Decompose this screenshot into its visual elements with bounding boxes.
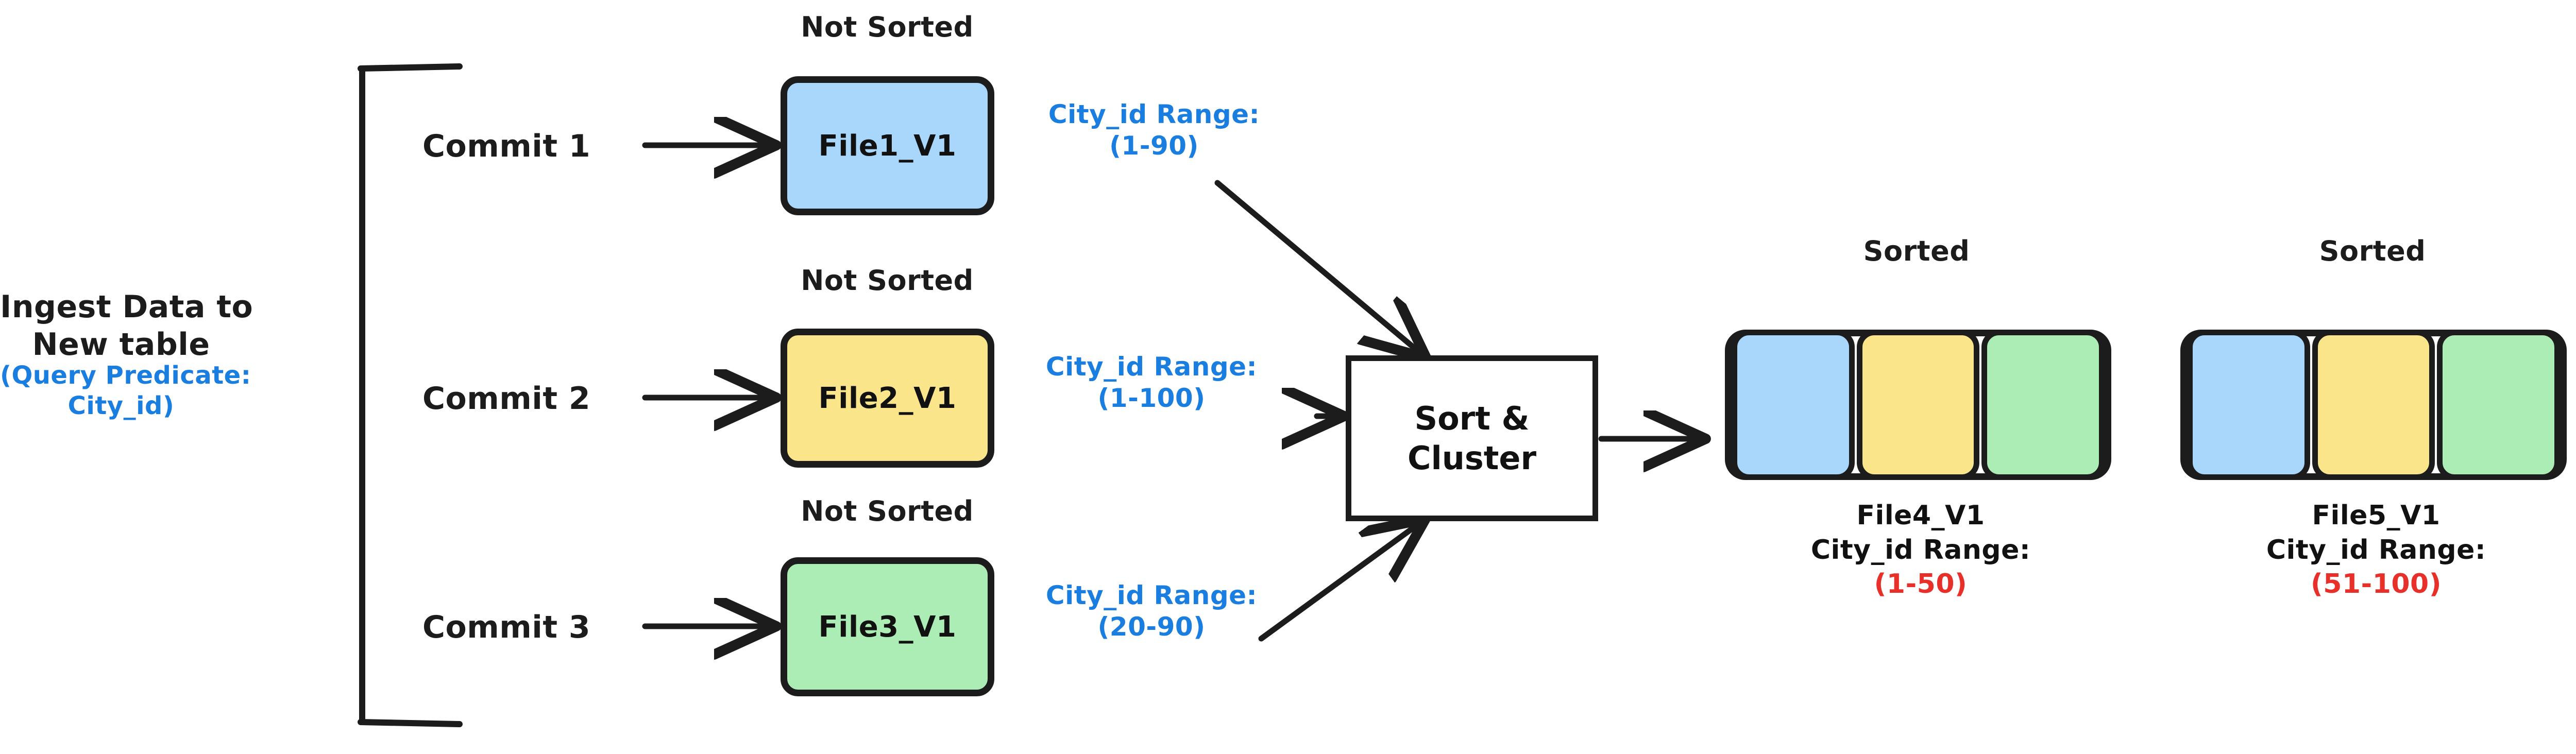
range-annotation-2-label: City_id Range: bbox=[1045, 352, 1258, 382]
range-annotation-1-label: City_id Range: bbox=[1048, 99, 1260, 129]
file-box-label-3: File3_V1 bbox=[818, 610, 957, 644]
output-segment-file4-1 bbox=[1732, 330, 1855, 480]
output-segment-file5-3 bbox=[2437, 330, 2561, 480]
ingest-title: Ingest Data to New table bbox=[0, 288, 253, 364]
range-annotation-1: City_id Range: (1-90) bbox=[999, 99, 1309, 162]
commit-label-1: Commit 1 bbox=[422, 128, 591, 164]
output-segment-file4-2 bbox=[1856, 330, 1980, 480]
ingest-title-line2: New table bbox=[32, 327, 210, 363]
query-predicate-line2: City_id) bbox=[67, 391, 175, 420]
arrow-file1-to-sort bbox=[1214, 180, 1422, 354]
commit-label-3: Commit 3 bbox=[422, 609, 591, 645]
output-range-value-file5: (51-100) bbox=[2310, 569, 2442, 600]
file-box-file1[interactable]: File1_V1 bbox=[781, 76, 994, 215]
sort-and-cluster-line2: Cluster bbox=[1407, 439, 1537, 477]
output-file-name-file4: File4_V1 bbox=[1856, 500, 1985, 531]
output-segment-file5-1 bbox=[2187, 330, 2310, 480]
output-caption-file5: File5_V1 City_id Range: (51-100) bbox=[2180, 499, 2572, 602]
not-sorted-caption-3: Not Sorted bbox=[801, 495, 974, 527]
range-annotation-2-value: (1-100) bbox=[1097, 383, 1206, 413]
output-range-label-file5: City_id Range: bbox=[2266, 534, 2486, 566]
output-file-group-file5[interactable] bbox=[2180, 330, 2567, 480]
output-range-label-file4: City_id Range: bbox=[1810, 534, 2031, 566]
not-sorted-caption-2: Not Sorted bbox=[801, 264, 974, 297]
file-box-label-1: File1_V1 bbox=[818, 129, 957, 163]
commit-label-2: Commit 2 bbox=[422, 381, 591, 417]
sort-and-cluster-box[interactable]: Sort & Cluster bbox=[1346, 355, 1598, 521]
ingest-title-line1: Ingest Data to bbox=[0, 289, 253, 325]
file-box-file3[interactable]: File3_V1 bbox=[781, 557, 994, 696]
range-annotation-1-value: (1-90) bbox=[1109, 131, 1199, 161]
output-file-name-file5: File5_V1 bbox=[2312, 500, 2441, 531]
query-predicate-note: (Query Predicate: City_id) bbox=[0, 361, 251, 421]
output-caption-file4: File4_V1 City_id Range: (1-50) bbox=[1725, 499, 2116, 602]
file-box-file2[interactable]: File2_V1 bbox=[781, 329, 994, 468]
not-sorted-caption-1: Not Sorted bbox=[801, 11, 974, 43]
commit-arrows bbox=[642, 145, 771, 626]
sort-and-cluster-line1: Sort & bbox=[1414, 399, 1530, 437]
file-box-label-2: File2_V1 bbox=[818, 381, 957, 415]
output-segment-file4-3 bbox=[1981, 330, 2105, 480]
output-range-value-file4: (1-50) bbox=[1874, 569, 1968, 600]
output-segment-file5-2 bbox=[2312, 330, 2435, 480]
range-annotation-3-label: City_id Range: bbox=[1045, 580, 1258, 610]
output-file-group-file4[interactable] bbox=[1725, 330, 2111, 480]
sorted-caption-file5: Sorted bbox=[2319, 235, 2426, 267]
sorted-caption-file4: Sorted bbox=[1863, 235, 1970, 267]
query-predicate-line1: (Query Predicate: bbox=[0, 361, 251, 390]
range-annotation-3: City_id Range: (20-90) bbox=[997, 580, 1306, 643]
range-annotation-3-value: (20-90) bbox=[1097, 612, 1206, 642]
range-annotation-2: City_id Range: (1-100) bbox=[997, 351, 1306, 414]
